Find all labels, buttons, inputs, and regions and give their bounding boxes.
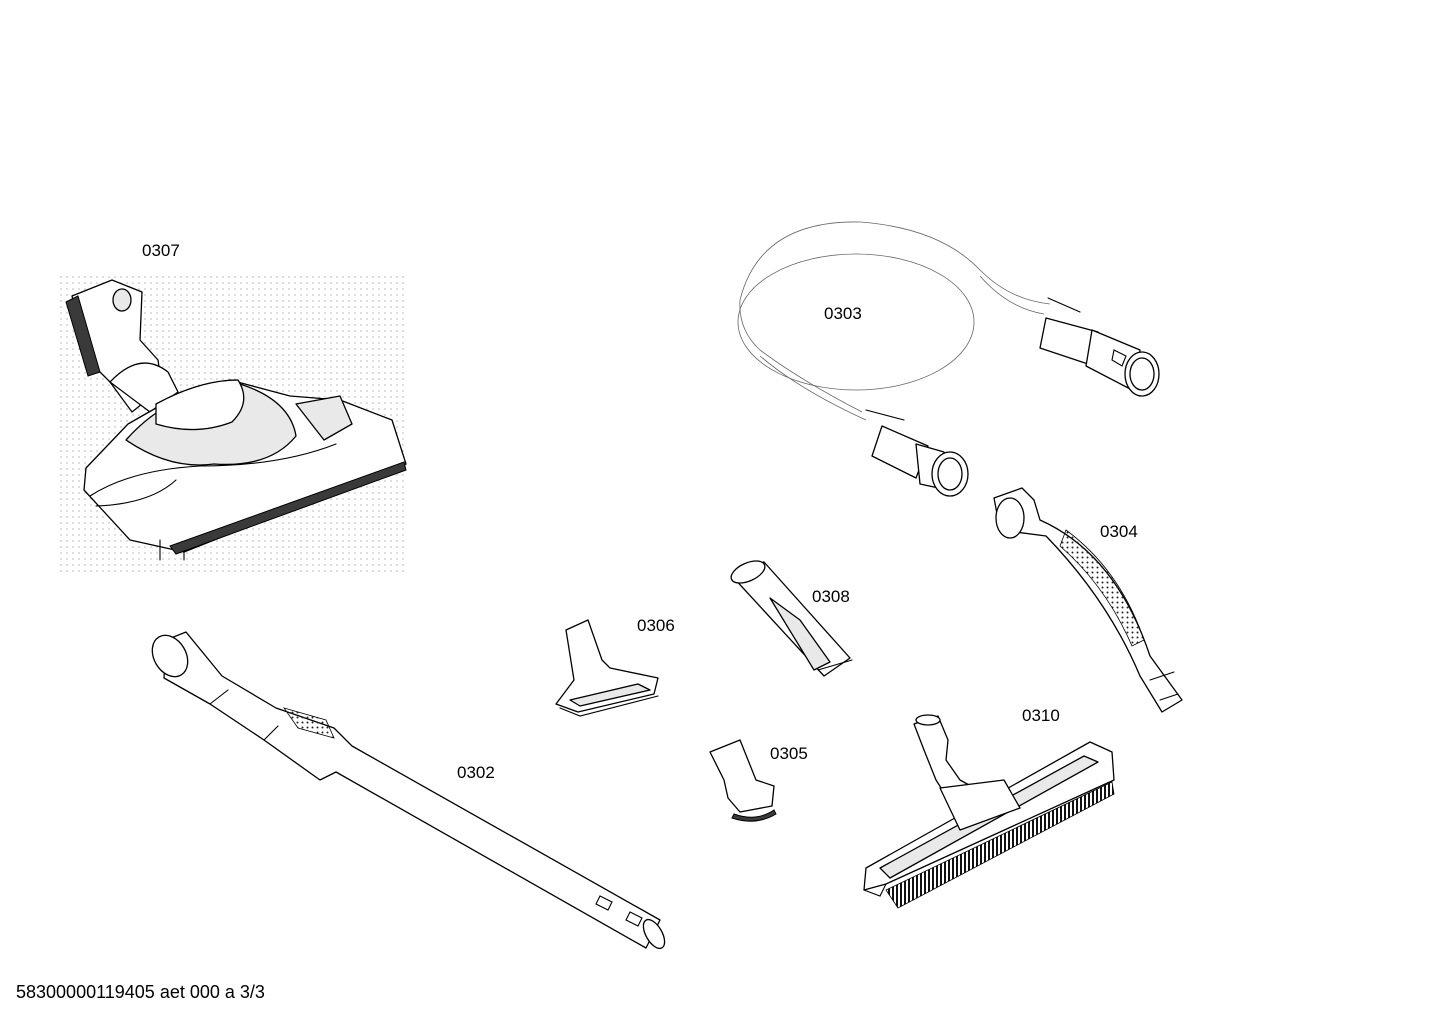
part-label-0303: 0303 (824, 304, 862, 323)
part-0310-parquet-brush (863, 714, 1115, 909)
part-label-0306: 0306 (637, 616, 675, 635)
part-0307-turbo-brush (56, 272, 408, 572)
part-0305-small-nozzle (709, 739, 777, 822)
part-label-0304: 0304 (1100, 522, 1138, 541)
document-reference-code: 58300000119405 aet 000 a 3/3 (16, 982, 265, 1002)
part-0308-crevice-nozzle (730, 560, 853, 677)
part-label-0305: 0305 (770, 744, 808, 763)
part-label-0308: 0308 (812, 587, 850, 606)
part-label-0307: 0307 (142, 241, 180, 260)
part-0303-hose (737, 221, 1160, 497)
part-0302-telescopic-tube (151, 631, 666, 950)
part-0304-handle (993, 487, 1183, 713)
part-label-0302: 0302 (457, 763, 495, 782)
part-label-0310: 0310 (1022, 706, 1060, 725)
part-0306-upholstery-nozzle (555, 619, 659, 717)
